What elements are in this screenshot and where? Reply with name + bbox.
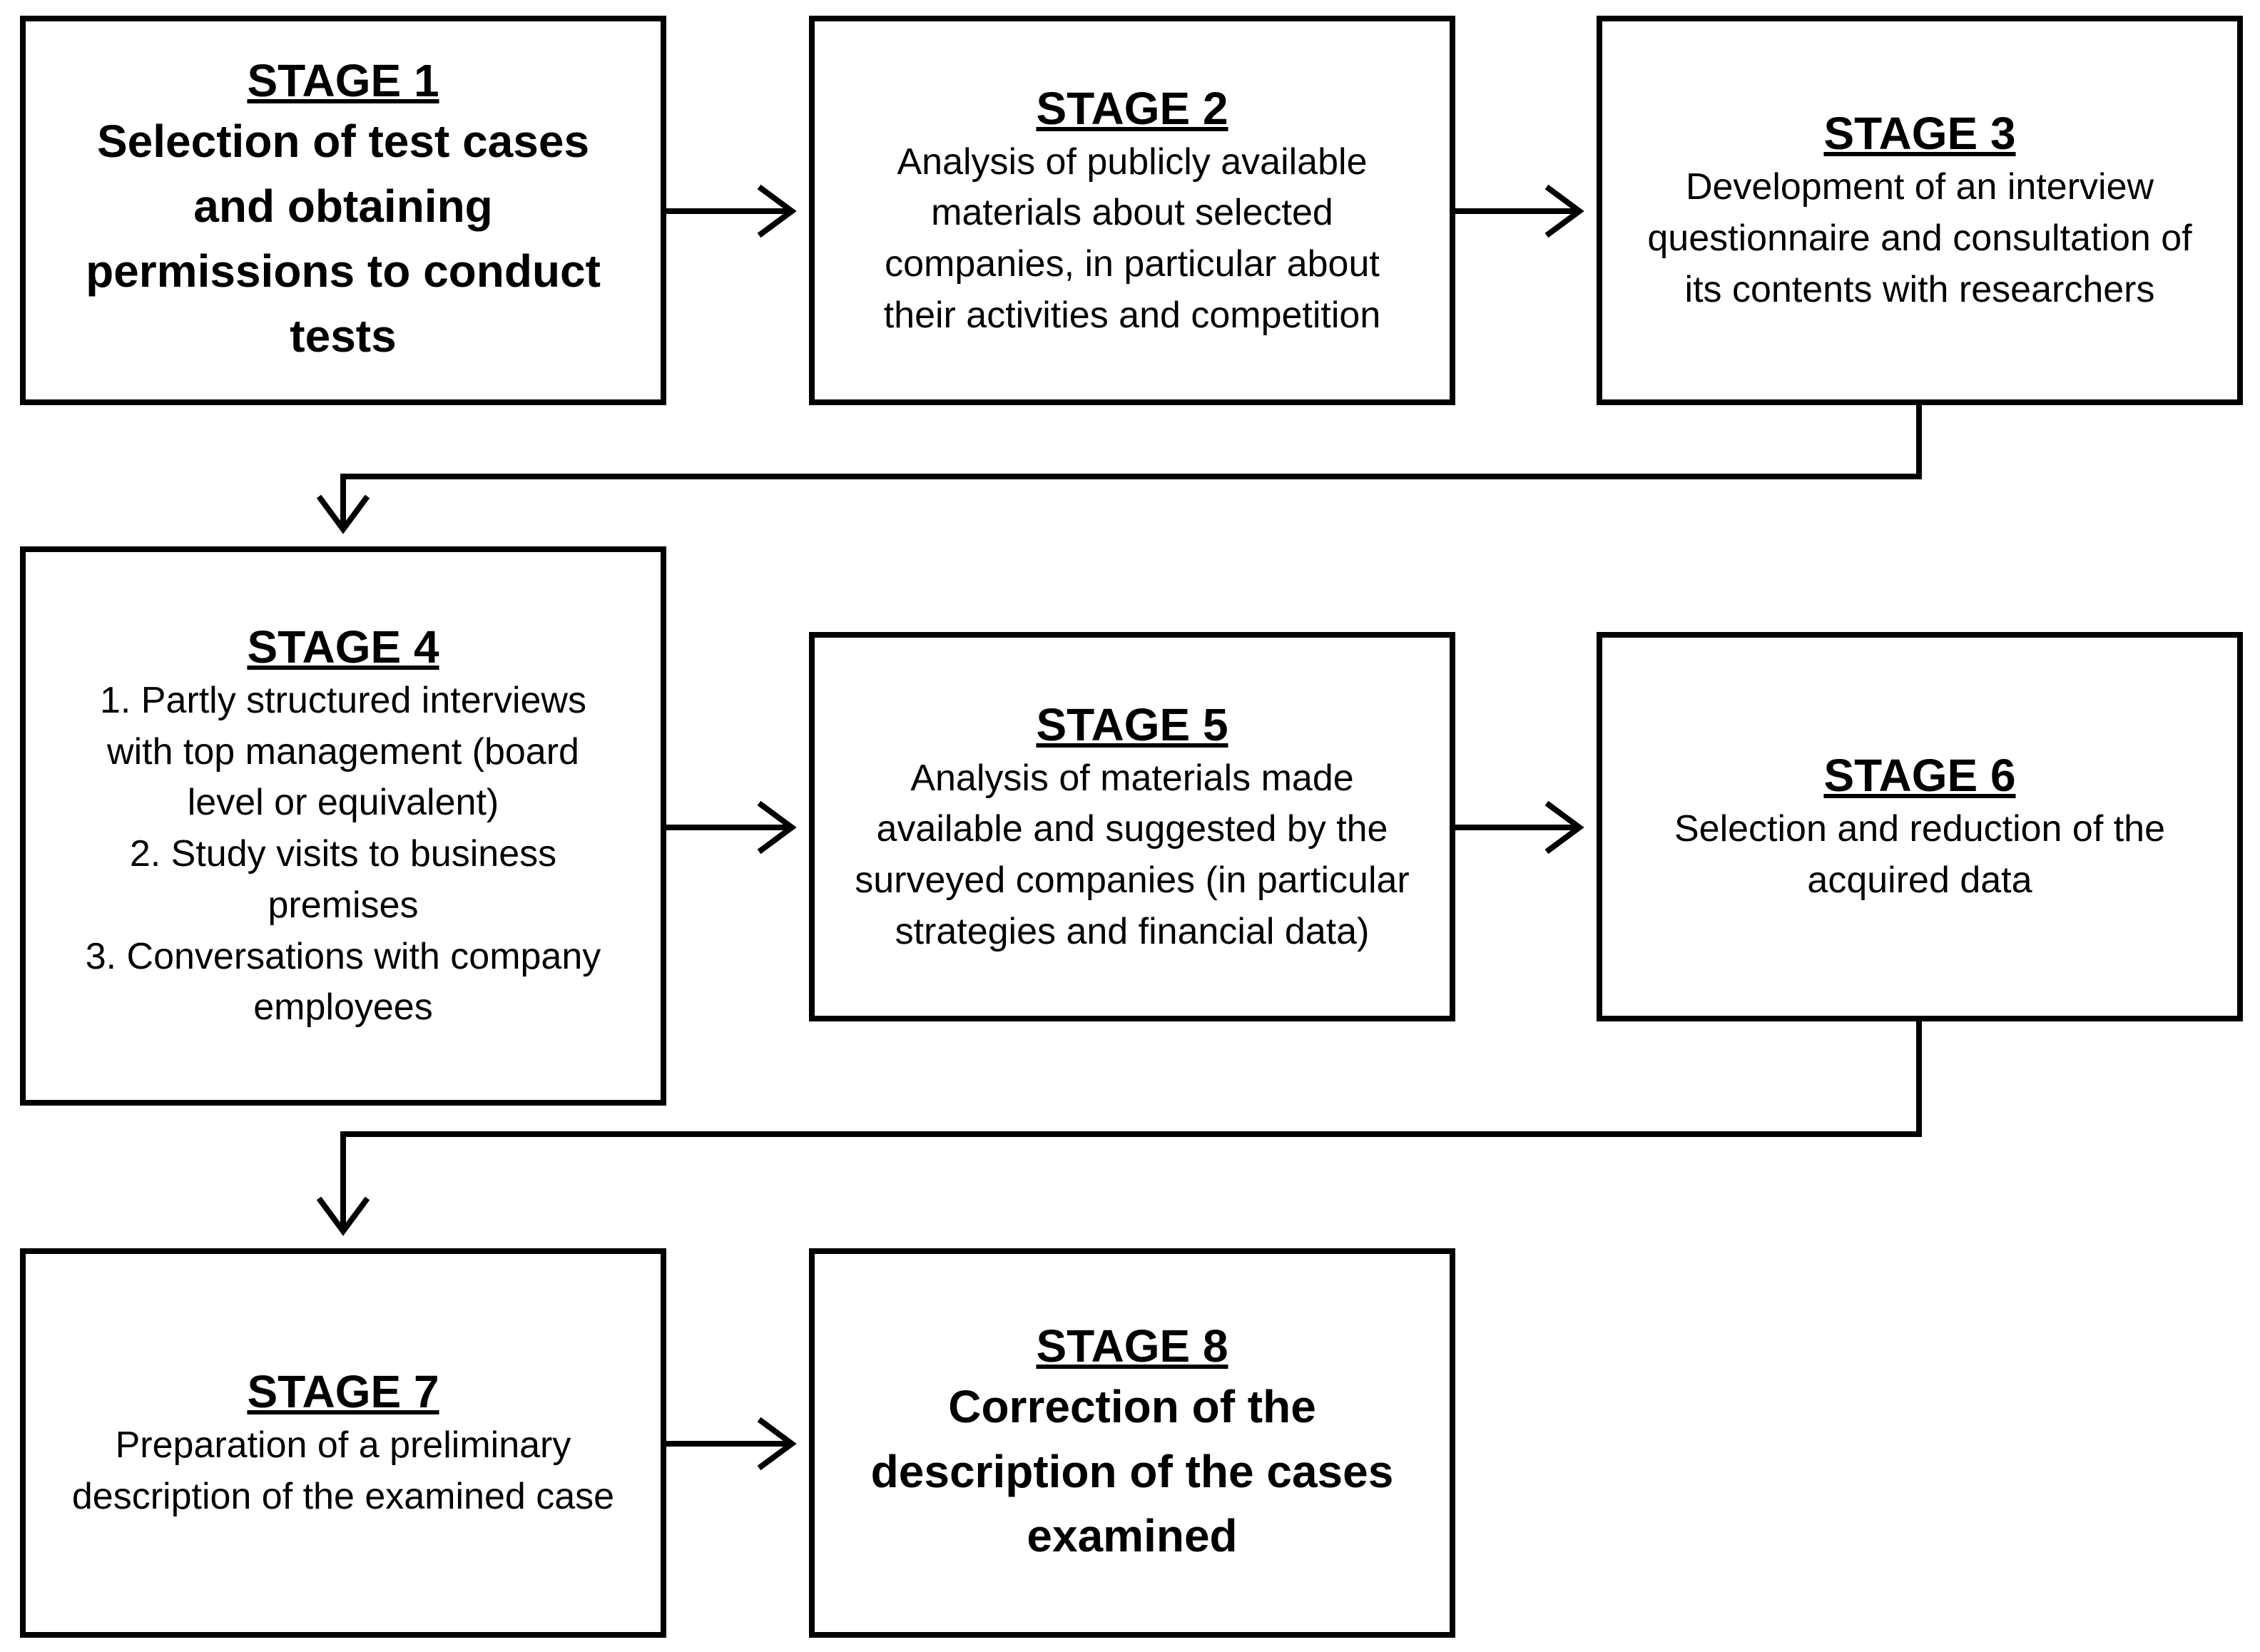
stage-description-line: employees — [253, 986, 433, 1029]
stage-description-line: description of the cases — [870, 1445, 1394, 1497]
stage-description-line: tests — [290, 310, 397, 362]
stage-description-line: 2. Study visits to business — [129, 833, 557, 875]
stage-7-box: STAGE 7 Preparation of a preliminary des… — [20, 1248, 666, 1638]
stage-title: STAGE 3 — [1823, 108, 2016, 160]
stage-description: Preparation of a preliminary description… — [72, 1420, 614, 1523]
stage-description-line: Correction of the — [948, 1380, 1316, 1432]
stage-description-line: description of the examined case — [71, 1476, 615, 1517]
stage-description-line: 1. Partly structured interviews — [99, 679, 586, 721]
stage-description-line: 3. Conversations with company — [85, 935, 601, 977]
stage-description-line: acquired data — [1807, 860, 2032, 901]
arrow-stage-5-to-6 — [1455, 800, 1584, 855]
stage-description-line: companies, in particular about — [885, 243, 1380, 285]
stage-description: Selection of test cases and obtaining pe… — [86, 109, 601, 369]
stage-description-line: Selection and reduction of the — [1674, 808, 2166, 850]
stage-description: Analysis of publicly available materials… — [884, 137, 1381, 342]
stage-1-box: STAGE 1 Selection of test cases and obta… — [20, 16, 666, 405]
stage-description-line: Selection of test cases — [96, 116, 590, 168]
stage-description-line: permissions to conduct — [86, 245, 601, 297]
stage-title: STAGE 7 — [247, 1366, 439, 1418]
stage-description-line: with top management (board — [107, 730, 579, 773]
stage-3-box: STAGE 3 Development of an interview ques… — [1597, 16, 2243, 405]
stage-description: Selection and reduction of the acquired … — [1674, 804, 2165, 907]
stage-description: 1. Partly structured interviews with top… — [86, 675, 601, 1034]
arrow-stage-2-to-3 — [1455, 184, 1584, 238]
stage-description-line: and obtaining — [193, 180, 493, 233]
stage-description-line: Development of an interview — [1685, 166, 2154, 208]
stage-5-box: STAGE 5 Analysis of materials made avail… — [809, 632, 1455, 1021]
stage-4-box: STAGE 4 1. Partly structured interviews … — [20, 546, 666, 1106]
stage-title: STAGE 5 — [1036, 698, 1228, 750]
stage-description-line: questionnaire and consultation of — [1647, 218, 2192, 260]
arrow-stage-7-to-8 — [666, 1417, 797, 1471]
stage-description-line: Analysis of publicly available — [897, 141, 1368, 183]
stage-description-line: their activities and competition — [883, 294, 1381, 336]
arrow-stage-4-to-5 — [666, 800, 797, 855]
stage-description: Analysis of materials made available and… — [855, 753, 1409, 958]
stage-title: STAGE 6 — [1823, 750, 2016, 802]
stage-2-box: STAGE 2 Analysis of publicly available m… — [809, 16, 1455, 405]
stage-description-line: its contents with researchers — [1684, 268, 2155, 310]
stage-description: Development of an interview questionnair… — [1647, 162, 2192, 315]
stage-description-line: available and suggested by the — [876, 808, 1388, 850]
stage-title: STAGE 1 — [247, 55, 439, 107]
stage-description-line: premises — [268, 884, 419, 926]
stage-description-line: strategies and financial data) — [895, 910, 1370, 952]
stage-title: STAGE 8 — [1036, 1320, 1228, 1372]
stage-8-box: STAGE 8 Correction of the description of… — [809, 1248, 1455, 1638]
stage-description-line: Preparation of a preliminary — [115, 1424, 571, 1467]
stage-title: STAGE 4 — [247, 621, 439, 673]
arrow-stage-3-to-4 — [316, 405, 1922, 534]
stage-6-box: STAGE 6 Selection and reduction of the a… — [1597, 632, 2243, 1021]
stage-title: STAGE 2 — [1036, 82, 1228, 134]
stage-description-line: Analysis of materials made — [910, 757, 1354, 799]
stage-description-line: level or equivalent) — [187, 782, 499, 824]
stage-description-line: materials about selected — [931, 192, 1333, 234]
stage-description-line: examined — [1027, 1510, 1238, 1562]
stage-description: Correction of the description of the cas… — [871, 1375, 1394, 1569]
arrow-stage-1-to-2 — [666, 184, 797, 238]
stage-description-line: surveyed companies (in particular — [855, 860, 1410, 901]
